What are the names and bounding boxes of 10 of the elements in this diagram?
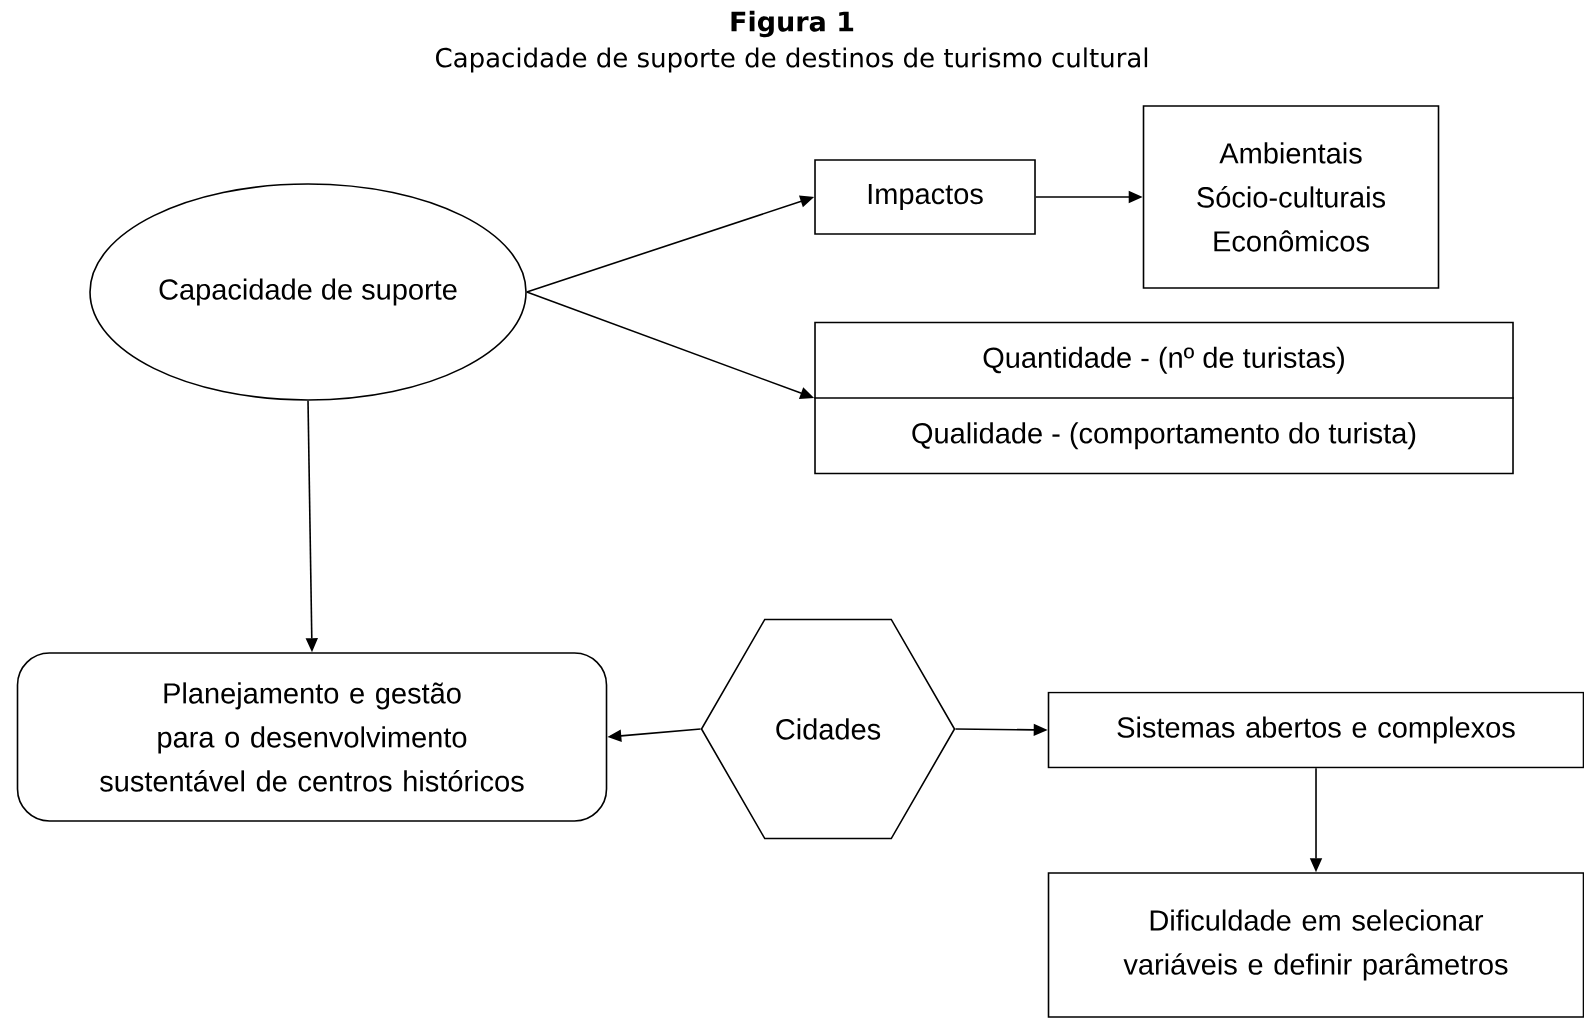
figure-title: Figura 1: [731, 10, 854, 38]
split-box: Quantidade - (nº de turistas) Qualidade - (comportamento do turista): [813, 321, 1515, 475]
process-box: Impactos: [814, 159, 1036, 235]
process-box: Dificuldade em selecionar variáveis e definir parâmetros: [1047, 872, 1584, 1018]
ellipse-node: Capacidade de suporte: [89, 183, 527, 401]
hexagon-node: Cidades: [700, 618, 956, 840]
process-box: Ambientais Sócio-culturais Econômicos: [1142, 105, 1440, 289]
figure-caption: Capacidade de suporte de destinos de turismo cultural: [436, 47, 1148, 73]
rounded-box: Planejamento e gestão para o desenvolvimento sustentável de centros históricos: [16, 652, 608, 822]
process-box: Sistemas abertos e complexos: [1047, 691, 1584, 769]
